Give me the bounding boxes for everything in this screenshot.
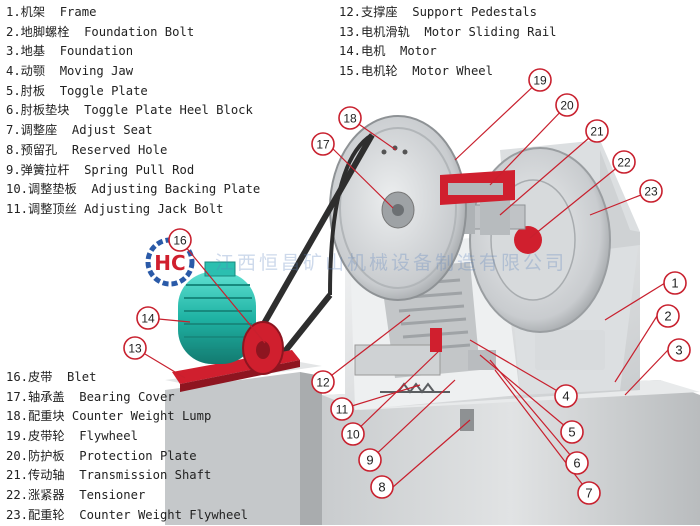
svg-text:5: 5 — [568, 425, 575, 440]
callout-10: 10 — [341, 422, 365, 446]
logo-letters: HC — [154, 251, 185, 275]
callout-2: 2 — [656, 304, 680, 328]
legend-item: 7.调整座 Adjust Seat — [6, 123, 153, 138]
legend-item: 15.电机轮 Motor Wheel — [339, 64, 493, 79]
callout-16: 16 — [168, 228, 192, 252]
callout-3: 3 — [667, 338, 691, 362]
legend-item: 8.预留孔 Reserved Hole — [6, 142, 168, 157]
callout-5: 5 — [560, 420, 584, 444]
svg-text:8: 8 — [378, 480, 385, 495]
callout-8: 8 — [370, 475, 394, 499]
support-pedestal — [354, 344, 441, 376]
callout-6: 6 — [565, 451, 589, 475]
legend-item: 13.电机滑轨 Motor Sliding Rail — [339, 24, 557, 39]
legend-item: 23.配重轮 Counter Weight Flywheel — [6, 507, 249, 522]
svg-text:19: 19 — [533, 74, 547, 88]
callout-9: 9 — [358, 448, 382, 472]
svg-text:11: 11 — [336, 403, 349, 417]
callout-21: 21 — [585, 119, 609, 143]
legend-item: 10.调整垫板 Adjusting Backing Plate — [6, 182, 261, 197]
svg-text:12: 12 — [316, 376, 330, 390]
watermark: 江西恒昌矿山机械设备制造有限公司 — [215, 252, 568, 274]
svg-text:16: 16 — [173, 234, 187, 248]
legend-item: 18.配重块 Counter Weight Lump — [6, 409, 212, 424]
legend-item: 19.皮带轮 Flywheel — [6, 429, 138, 444]
callout-23: 23 — [639, 179, 663, 203]
svg-text:22: 22 — [617, 156, 631, 170]
motor-assembly — [172, 261, 300, 392]
svg-text:4: 4 — [562, 389, 569, 404]
svg-text:2: 2 — [664, 309, 671, 324]
legend-top-right: 12.支撑座 Support Pedestals 13.电机滑轨 Motor Sl… — [339, 3, 557, 82]
svg-text:9: 9 — [366, 453, 373, 468]
svg-text:17: 17 — [316, 138, 330, 152]
lower-mechanism — [354, 328, 496, 394]
tensioner — [514, 226, 542, 254]
legend-item: 6.肘板垫块 Toggle Plate Heel Block — [6, 103, 253, 118]
legend-item: 17.轴承盖 Bearing Cover — [6, 389, 175, 404]
legend-item: 2.地脚螺栓 Foundation Bolt — [6, 24, 195, 39]
callout-4: 4 — [554, 384, 578, 408]
leader-lines — [134, 79, 669, 494]
legend-item: 9.弹簧拉杆 Spring Pull Rod — [6, 162, 195, 177]
svg-text:10: 10 — [346, 428, 360, 442]
adjusting-backing-plate — [430, 328, 442, 352]
callout-20: 20 — [555, 93, 579, 117]
svg-text:13: 13 — [128, 342, 142, 356]
legend-item: 21.传动轴 Transmission Shaft — [6, 468, 212, 483]
legend-item: 4.动颚 Moving Jaw — [6, 64, 134, 79]
legend-item: 22.涨紧器 Tensioner — [6, 488, 146, 503]
legend-item: 16.皮带 Blet — [6, 370, 97, 384]
legend-item: 1.机架 Frame — [6, 5, 97, 19]
legend-item: 20.防护板 Protection Plate — [6, 448, 197, 463]
callout-14: 14 — [136, 306, 160, 330]
svg-text:20: 20 — [560, 99, 574, 113]
svg-text:23: 23 — [644, 185, 658, 199]
toggle-plate — [468, 350, 496, 370]
callout-11: 11 — [330, 397, 354, 421]
callout-13: 13 — [123, 336, 147, 360]
callout-22: 22 — [612, 150, 636, 174]
svg-text:7: 7 — [585, 486, 592, 501]
svg-text:6: 6 — [573, 456, 580, 471]
callout-12: 12 — [311, 370, 335, 394]
legend-item: 14.电机 Motor — [339, 44, 437, 59]
legend-item: 12.支撑座 Support Pedestals — [339, 5, 537, 19]
legend-item: 11.调整顶丝 Adjusting Jack Bolt — [6, 201, 224, 216]
callout-19: 19 — [528, 68, 552, 92]
svg-text:3: 3 — [675, 343, 682, 358]
svg-text:14: 14 — [141, 312, 155, 326]
svg-text:21: 21 — [590, 125, 604, 139]
company-logo: HC — [145, 237, 195, 287]
callout-18: 18 — [338, 106, 362, 130]
callout-7: 7 — [577, 481, 601, 505]
motor — [178, 272, 256, 364]
svg-text:1: 1 — [671, 276, 678, 291]
svg-text:18: 18 — [343, 112, 357, 126]
legend-item: 3.地基 Foundation — [6, 44, 134, 59]
callout-1: 1 — [663, 271, 687, 295]
reserved-hole — [460, 409, 474, 431]
legend-top-left: 1.机架 Frame 2.地脚螺栓 Foundation Bolt 3.地基 Fou… — [6, 3, 260, 220]
callout-17: 17 — [311, 132, 335, 156]
legend-bottom-left: 16.皮带 Blet 17.轴承盖 Bearing Cover 18.配重块 Cou… — [6, 368, 248, 526]
legend-item: 5.肘板 Toggle Plate — [6, 83, 148, 98]
